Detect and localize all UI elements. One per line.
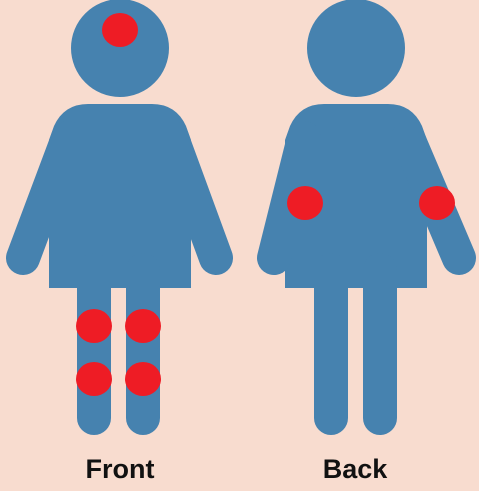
front-label: Front bbox=[50, 452, 190, 486]
back-label: Back bbox=[285, 452, 425, 486]
marker-front-left-shin bbox=[76, 362, 112, 396]
marker-front-right-knee bbox=[125, 309, 161, 343]
marker-front-right-shin bbox=[125, 362, 161, 396]
marker-back-right-elbow bbox=[419, 186, 455, 220]
back-head bbox=[307, 0, 405, 97]
marker-front-left-knee bbox=[76, 309, 112, 343]
marker-front-head bbox=[102, 13, 138, 47]
marker-back-left-elbow bbox=[287, 186, 323, 220]
